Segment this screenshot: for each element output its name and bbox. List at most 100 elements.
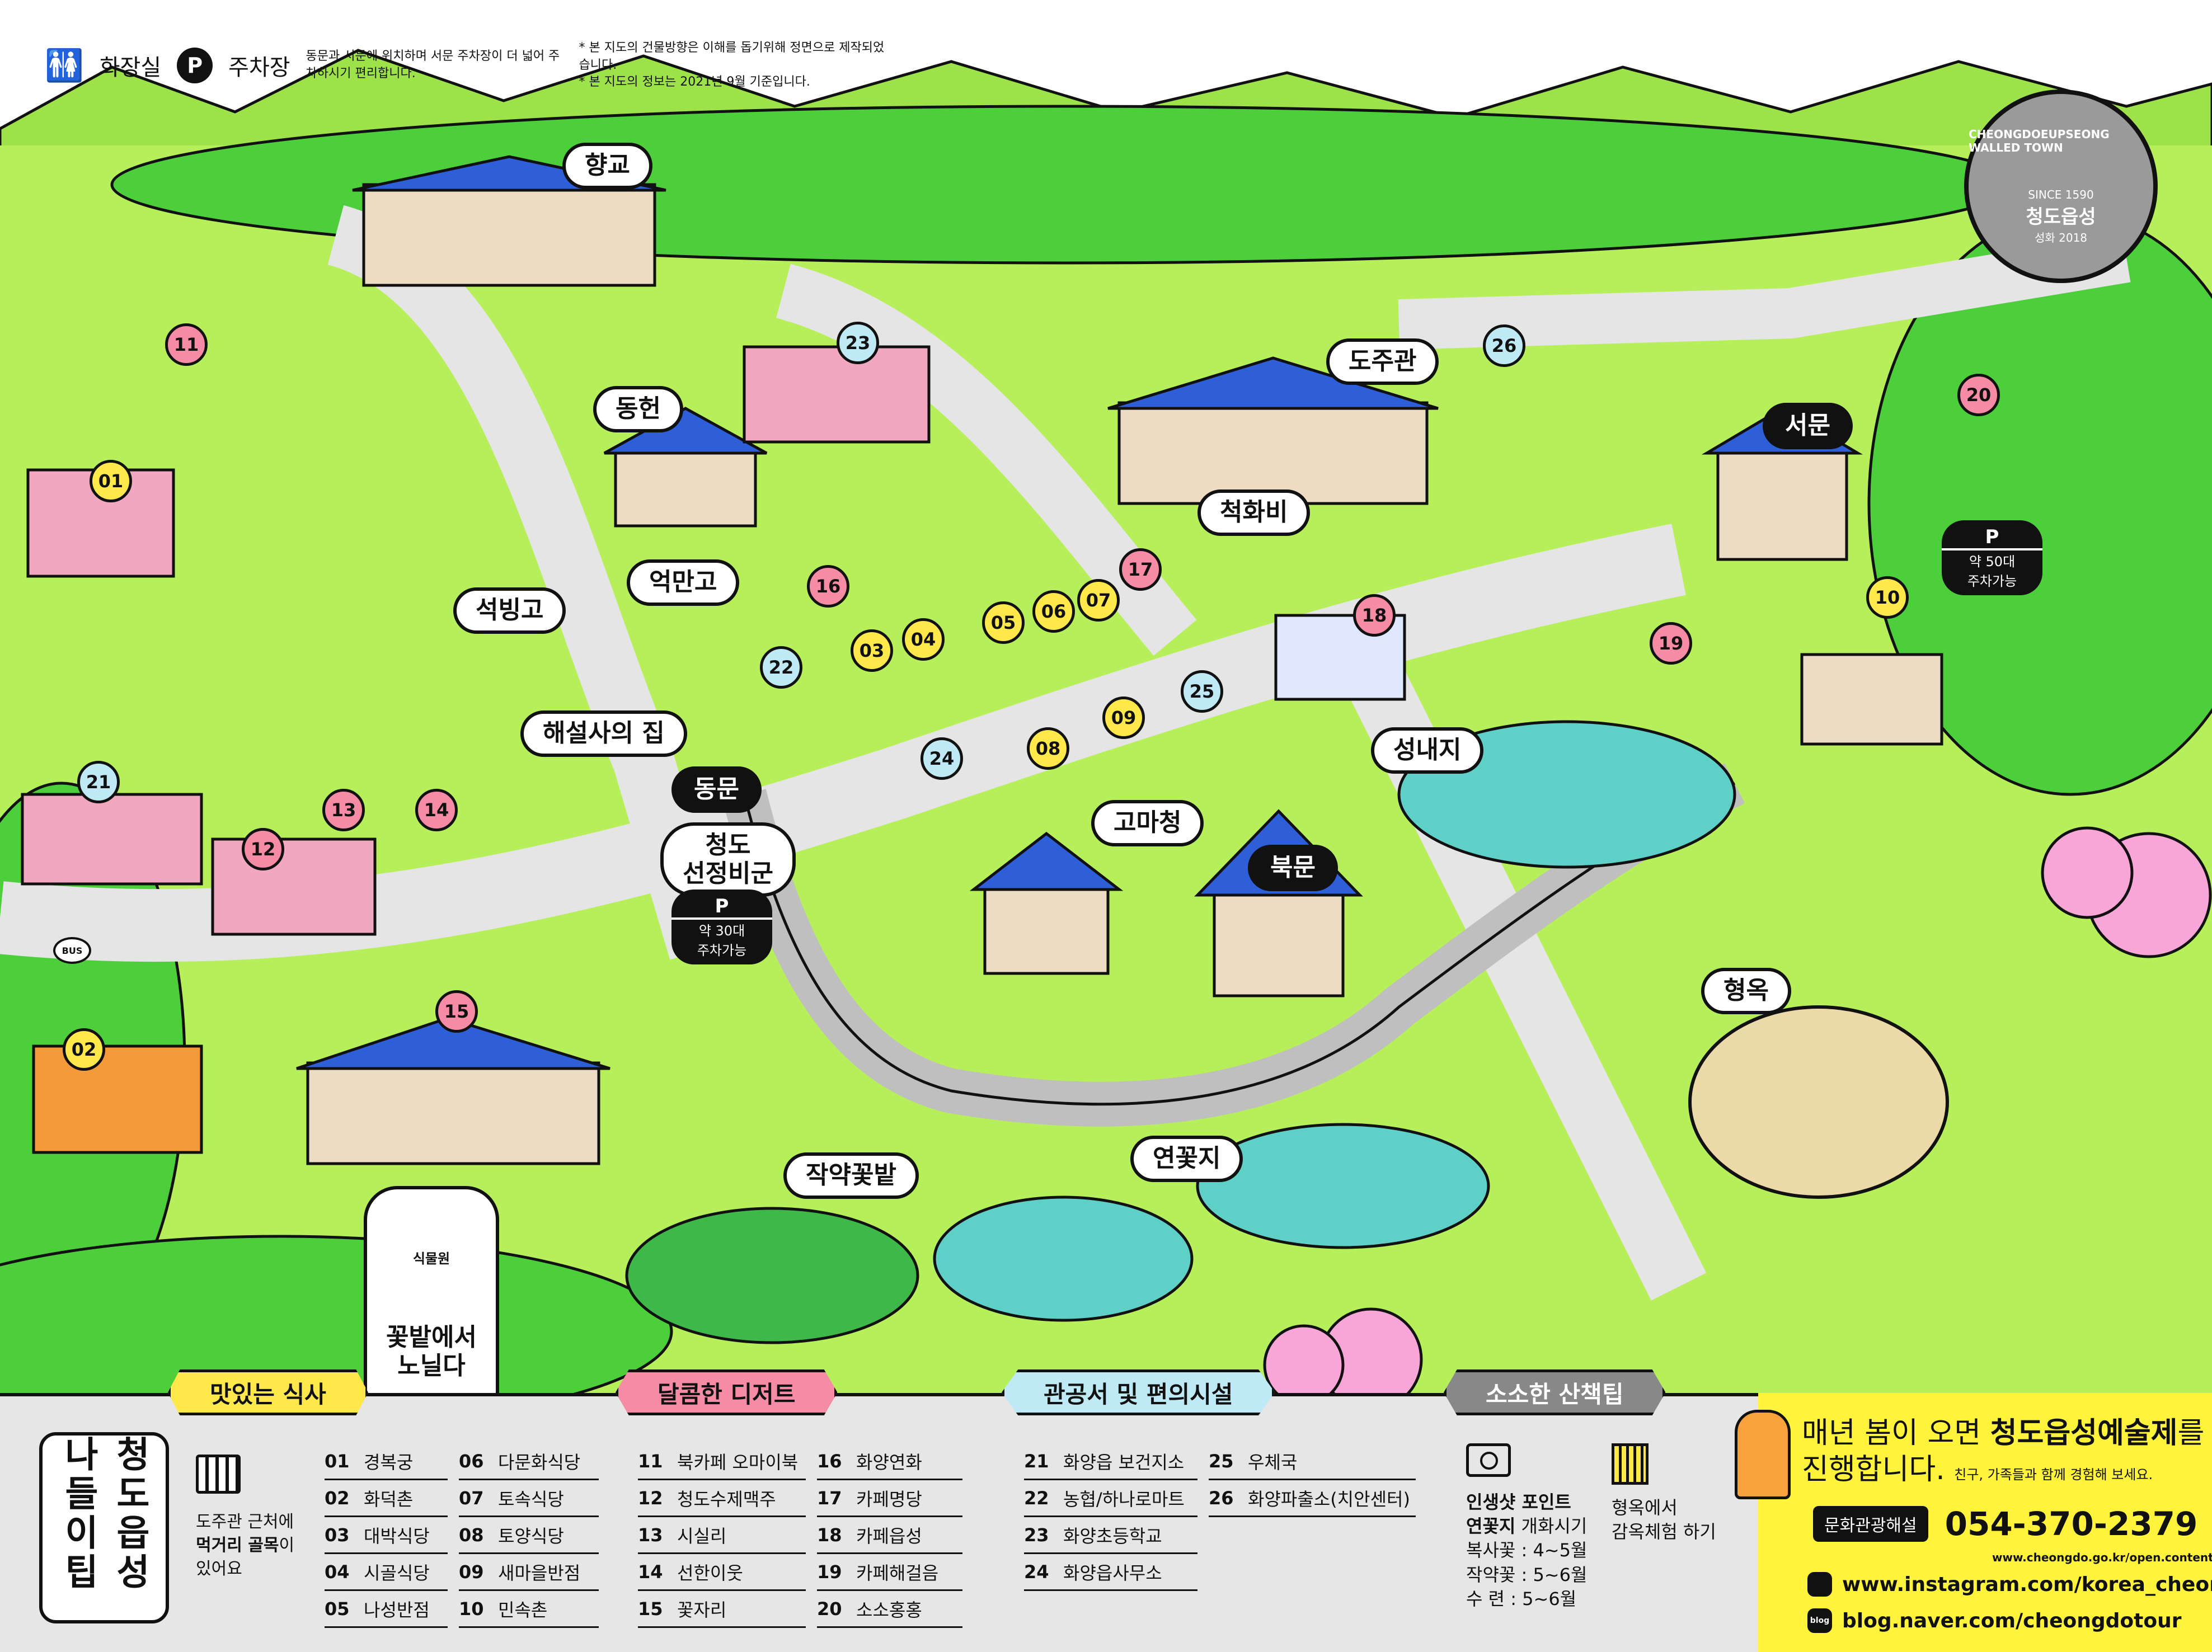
item-no: 19 [817,1561,842,1583]
place-label-eongmango[interactable]: 억만고 [627,559,740,606]
marker-05[interactable]: 05 [982,601,1025,644]
marker-06[interactable]: 06 [1032,590,1075,633]
parking-icon: P [177,48,213,83]
marker-15[interactable]: 15 [435,990,478,1033]
item-name: 화양초등학교 [1063,1525,1162,1547]
marker-14[interactable]: 14 [415,789,458,831]
seal-name: 청도읍성 [2026,206,2096,228]
place-label-hyanggyo[interactable]: 향교 [562,143,652,189]
marker-17[interactable]: 17 [1119,548,1162,591]
item-no: 11 [638,1450,663,1472]
marker-07[interactable]: 07 [1077,579,1120,622]
tour-url[interactable]: www.cheongdo.go.kr/open.content/tour [1992,1551,2212,1564]
place-label-jakyak[interactable]: 작약꽃밭 [783,1152,919,1199]
marker-19[interactable]: 19 [1650,622,1692,665]
parking-spot-east[interactable]: P 약 30대 주차가능 [671,889,772,964]
marker-23[interactable]: 23 [837,322,879,364]
item-no: 25 [1209,1450,1234,1472]
marker-10[interactable]: 10 [1866,576,1909,619]
marker-13[interactable]: 13 [322,789,365,831]
item-name: 카페명당 [856,1488,922,1510]
category-tab-dessert[interactable]: 달콤한 디저트 [616,1369,838,1415]
item-name: 다문화식당 [498,1451,581,1473]
place-label-hyeongok[interactable]: 형옥 [1701,968,1791,1014]
parking-spot-west-badge: P [1942,526,2042,550]
flower-field [625,1207,919,1344]
place-label-seongnaeji[interactable]: 성내지 [1371,727,1484,774]
instagram-link[interactable]: www.instagram.com/korea_cheongdo [1807,1572,2212,1597]
blog-link[interactable]: blog blog.naver.com/cheongdotour [1807,1608,2181,1633]
guide-contact[interactable]: 문화관광해설 054-370-2379 [1802,1499,2210,1549]
place-label-yeonkkotji[interactable]: 연꽃지 [1130,1136,1243,1182]
parking-spot-west[interactable]: P 약 50대 주차가능 [1942,520,2042,595]
marker-09[interactable]: 09 [1102,696,1145,739]
forest-bottom-left [0,1235,673,1393]
item-no: 24 [1024,1561,1049,1583]
marker-08[interactable]: 08 [1027,727,1069,770]
place-label-gomacheong[interactable]: 고마청 [1091,800,1204,846]
marker-01[interactable]: 01 [90,460,132,502]
marker-16[interactable]: 16 [807,565,849,608]
marker-12[interactable]: 12 [242,828,284,870]
place-label-cheokhwabi[interactable]: 척화비 [1197,490,1311,536]
item-no: 08 [459,1524,484,1546]
bus-stop-sign[interactable]: BUS [53,937,91,964]
parking-spot-west-text: 약 50대 주차가능 [1967,554,2017,589]
marker-26[interactable]: 26 [1483,324,1525,367]
parking-spot-east-badge: P [671,895,772,920]
category-tab-food[interactable]: 맛있는 식사 [168,1369,368,1415]
marker-02[interactable]: 02 [63,1028,105,1071]
place-label-dongmun[interactable]: 동문 [671,766,762,813]
marker-21[interactable]: 21 [77,761,120,803]
category-tab-walk[interactable]: 소소한 산책팁 [1444,1369,1666,1415]
marker-20[interactable]: 20 [1957,374,2000,416]
place-label-seomun[interactable]: 서문 [1763,403,1853,449]
marker-18[interactable]: 18 [1353,594,1396,637]
place-label-guide-house[interactable]: 해설사의 집 [520,710,687,757]
item-name: 화양읍 보건지소 [1063,1451,1185,1473]
place-label-monument[interactable]: 청도 선정비군 [660,822,796,897]
tips-title: 청도읍성 나들이팁 [39,1432,169,1623]
place-label-bukmun[interactable]: 북문 [1248,845,1338,891]
category-tab-public[interactable]: 관공서 및 편의시설 [1002,1369,1275,1415]
marker-03[interactable]: 03 [851,629,893,672]
marker-24[interactable]: 24 [921,737,963,780]
guide-phone: 054-370-2379 [1945,1505,2198,1543]
place-label-seokbinggo[interactable]: 석빙고 [453,587,566,634]
item-no: 03 [325,1524,350,1546]
marker-11[interactable]: 11 [165,323,208,366]
festival-line1-bold: 청도읍성예술제 [1990,1416,2178,1450]
marker-25[interactable]: 25 [1181,670,1223,713]
marker-04[interactable]: 04 [902,618,945,661]
place-label-dongheon[interactable]: 동헌 [593,386,683,432]
place-label-dojugwan[interactable]: 도주관 [1326,338,1439,385]
walk-tip-prison: 형옥에서 감옥체험 하기 [1612,1443,1746,1544]
marker-22[interactable]: 22 [760,646,802,689]
